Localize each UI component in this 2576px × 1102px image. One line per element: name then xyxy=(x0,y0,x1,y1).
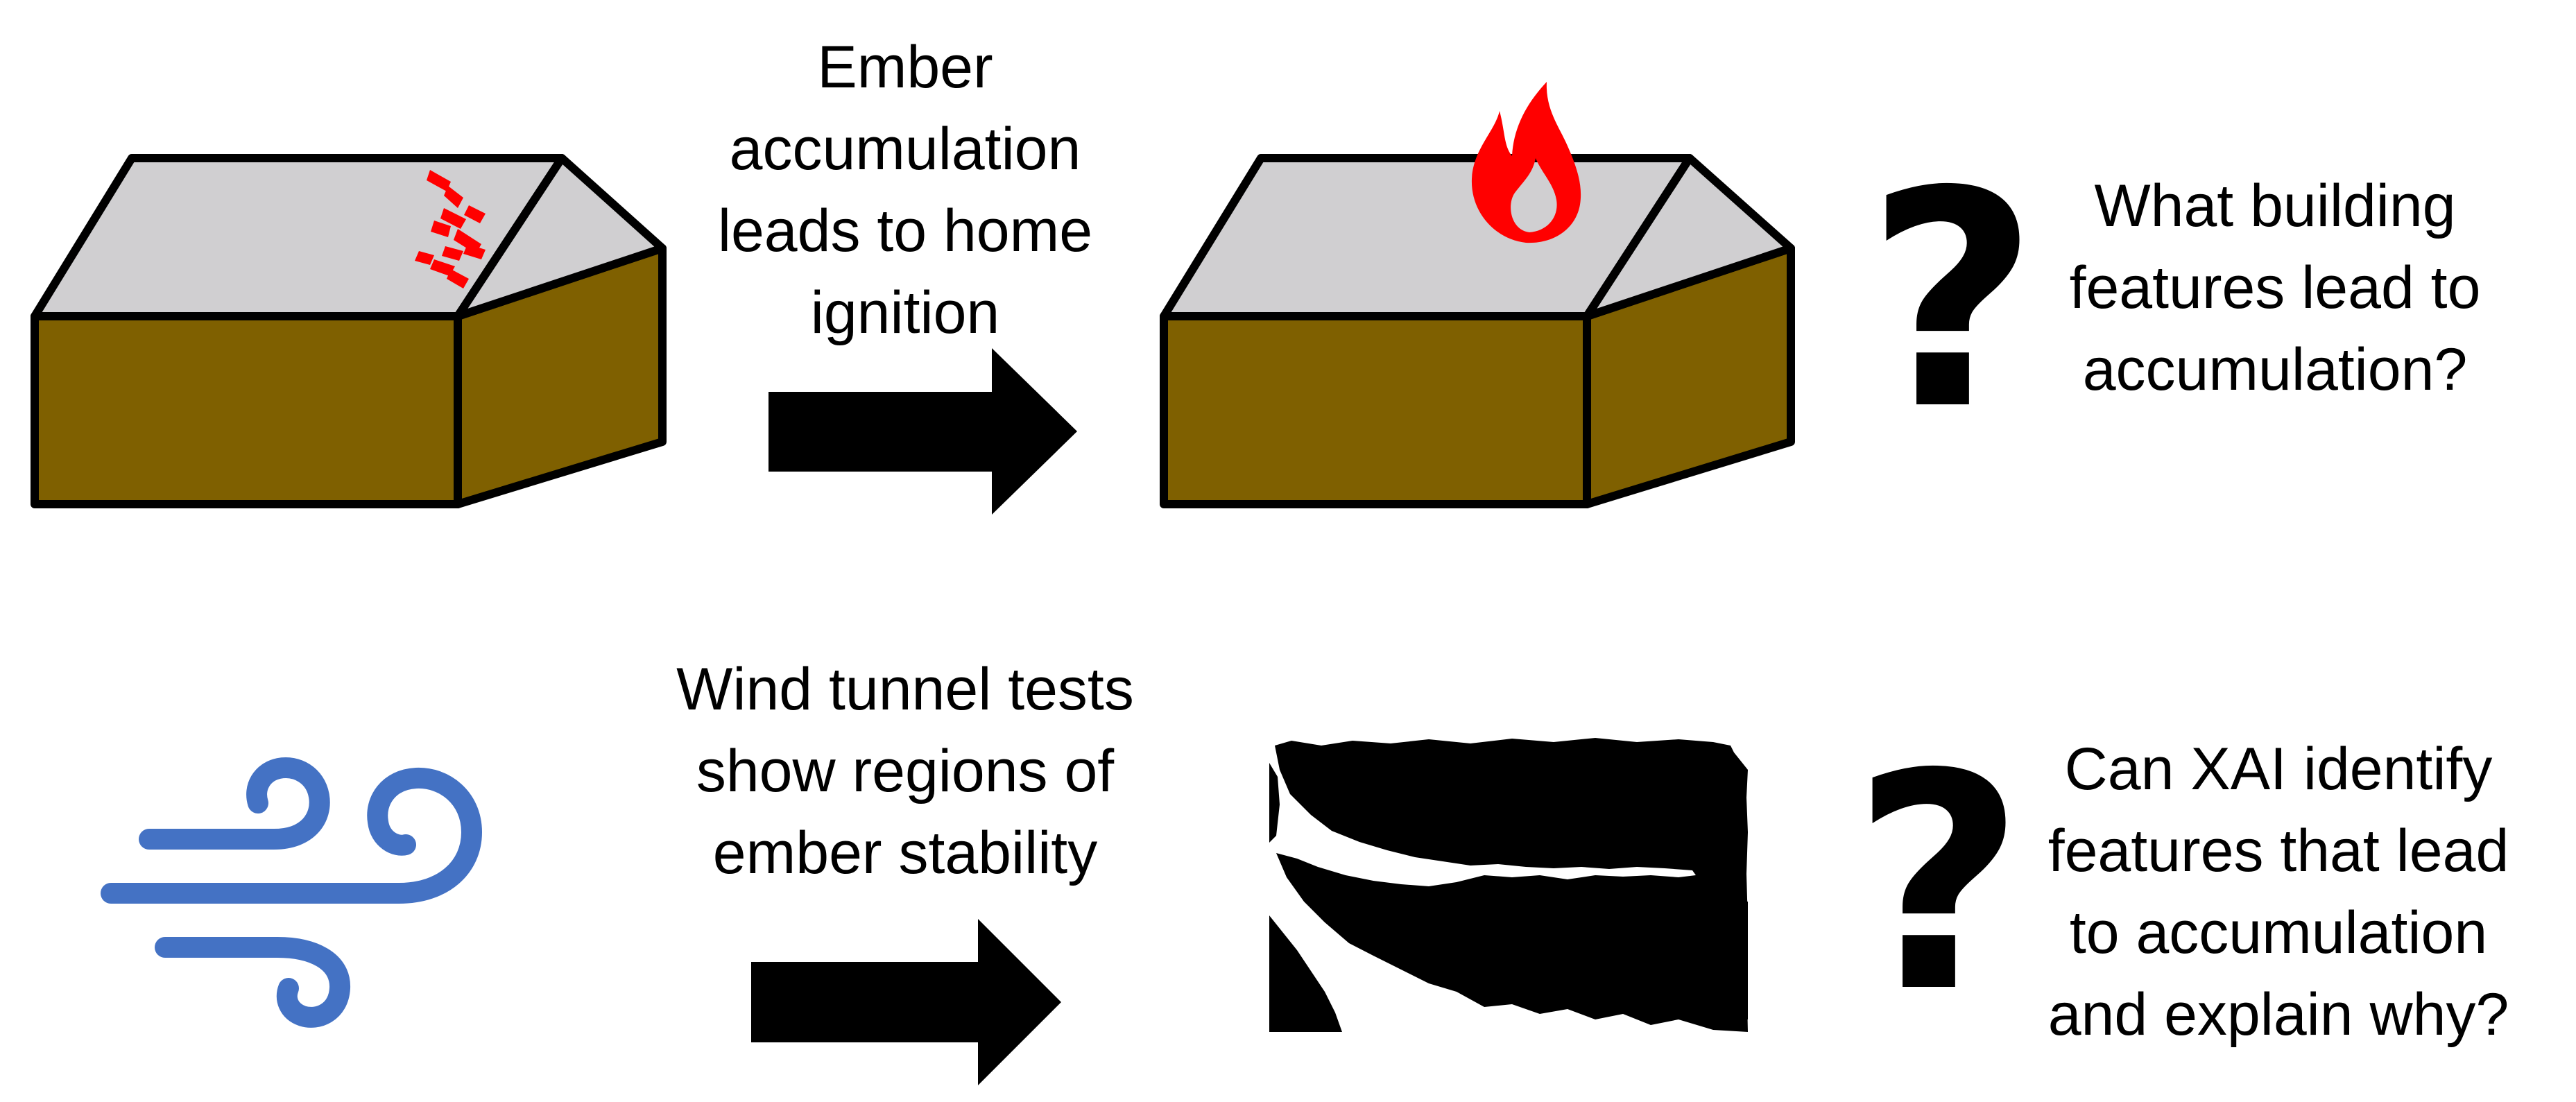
stability-region-sliver xyxy=(1269,763,1280,843)
top-arrow xyxy=(768,348,1077,515)
top-question-mark: ? xyxy=(1866,128,2039,475)
top-question-text: What building features lead to accumulat… xyxy=(2069,173,2481,403)
bottom-step-label: Wind tunnel tests show regions of ember … xyxy=(676,656,1134,886)
wind-icon xyxy=(101,757,483,1028)
fire-house-front-wall xyxy=(1160,312,1591,508)
ember-cluster xyxy=(415,170,486,289)
bottom-question-mark: ? xyxy=(1852,711,2025,1058)
house-roof-gable xyxy=(454,154,667,320)
ember-stability-map xyxy=(1269,738,1748,1032)
stability-region-lower xyxy=(1314,890,1748,1019)
flame-icon xyxy=(1471,82,1581,243)
stability-streak xyxy=(1470,868,1595,875)
bottom-arrow xyxy=(751,919,1061,1085)
house-with-embers-icon xyxy=(31,154,667,508)
fire-house-roof-gable xyxy=(1583,154,1795,320)
top-step-label: Ember accumulation leads to home ignitio… xyxy=(717,34,1093,346)
stability-region-left xyxy=(1269,915,1342,1032)
bottom-question-text: Can XAI identify features that lead to a… xyxy=(2047,736,2509,1048)
house-front-wall xyxy=(31,312,462,508)
house-with-fire-icon xyxy=(1160,82,1795,508)
